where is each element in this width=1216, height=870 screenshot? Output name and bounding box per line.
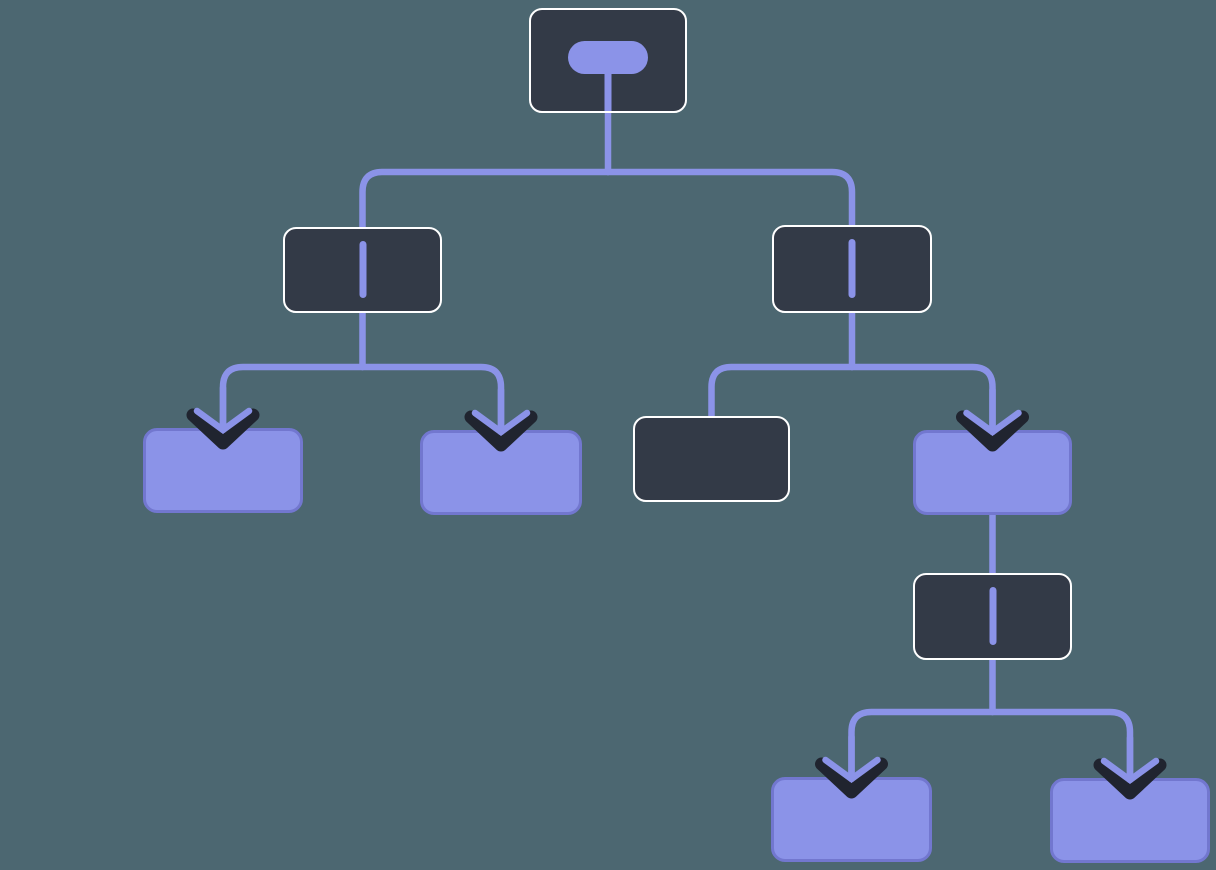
chevron-down-icon [193, 407, 253, 434]
branch-node-bottom[interactable] [913, 573, 1072, 660]
edge-bottom-branch [989, 708, 1134, 784]
arrowhead-chevron-dark-icon [464, 410, 538, 452]
node-through-line [848, 239, 856, 298]
chevron-down-icon [1100, 757, 1160, 784]
chevron-down-icon [471, 409, 531, 436]
node-through-line [359, 241, 366, 298]
leaf-node-4[interactable] [771, 777, 932, 862]
root-node[interactable] [529, 8, 687, 113]
node-pill-shape [568, 41, 648, 74]
edge-root-to-level2 [604, 168, 856, 230]
chevron-down-icon [822, 756, 881, 783]
arrowhead-chevron-dark-icon [815, 757, 888, 799]
branch-node-left[interactable] [283, 227, 442, 313]
branch-node-right[interactable] [772, 225, 932, 313]
edge-root-to-level2 [359, 168, 612, 232]
node-through-line [989, 587, 996, 645]
node-pill-stem [604, 70, 612, 111]
chevron-down-icon [963, 409, 1022, 436]
arrowhead-chevron-dark-icon [956, 410, 1029, 452]
leaf-node-3[interactable] [913, 430, 1072, 515]
arrowhead-chevron-dark-icon [1093, 758, 1167, 800]
edge-bottom-branch [848, 708, 996, 783]
edge-right-branch [708, 363, 856, 421]
arrowhead-chevron-dark-icon [186, 408, 260, 450]
dark-node-plain[interactable] [633, 416, 790, 502]
